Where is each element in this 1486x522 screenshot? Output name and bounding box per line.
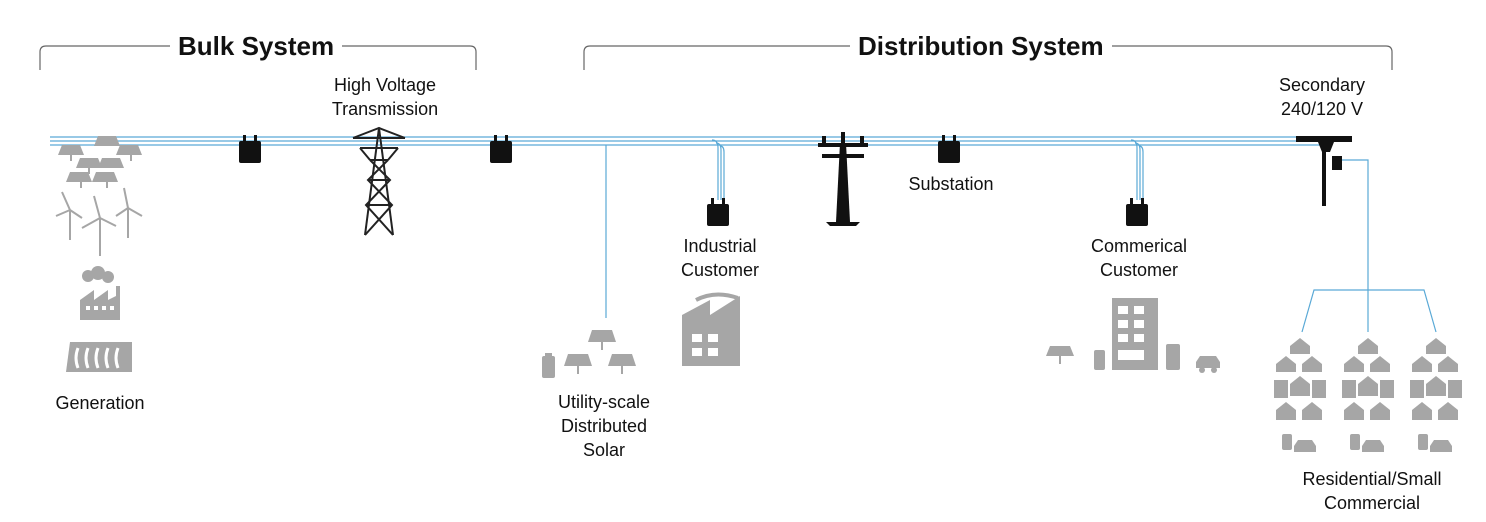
high-voltage-label: High Voltage Transmission [331, 75, 439, 119]
wind-turbines-icon [55, 187, 143, 256]
residential-cluster-icon [1274, 338, 1462, 452]
bulk-system-title: Bulk System [170, 31, 343, 61]
residential-label: Residential/Small Commercial [1302, 469, 1442, 513]
solar-farm-icon [58, 136, 142, 188]
utility-solar-icon [542, 330, 636, 378]
hydro-dam-icon [66, 342, 132, 372]
distribution-system-title: Distribution System [850, 31, 1112, 61]
secondary-pole-icon [1296, 136, 1352, 206]
generation-label: Generation [55, 393, 145, 413]
transformer-icon [239, 135, 261, 163]
factory-icon [682, 292, 740, 366]
transformer-icon [707, 198, 729, 226]
transformer-icon [1126, 198, 1148, 226]
utility-solar-label: Utility-scale Distributed Solar [557, 392, 650, 460]
transmission-tower-icon [352, 126, 406, 236]
transformer-icon [938, 135, 960, 163]
transformer-icon [490, 135, 512, 163]
secondary-label: Secondary 240/120 V [1278, 75, 1366, 119]
substation-label: Substation [908, 174, 994, 194]
industrial-customer-label: Industrial Customer [680, 236, 760, 280]
transmission-lines [50, 136, 1437, 333]
utility-pole-icon [818, 132, 868, 226]
commercial-customer-label: Commerical Customer [1090, 236, 1187, 280]
commercial-building-icon [1046, 298, 1220, 373]
fossil-plant-icon [80, 266, 120, 320]
